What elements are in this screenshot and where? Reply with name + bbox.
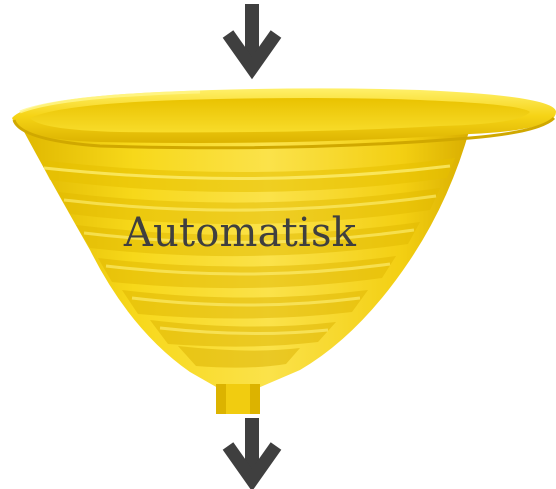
arrow-down-icon	[222, 4, 282, 80]
arrow-down-icon	[222, 418, 282, 489]
funnel-body	[22, 128, 470, 414]
funnel-rim	[12, 88, 556, 150]
funnel-label: Automatisk	[123, 210, 357, 256]
